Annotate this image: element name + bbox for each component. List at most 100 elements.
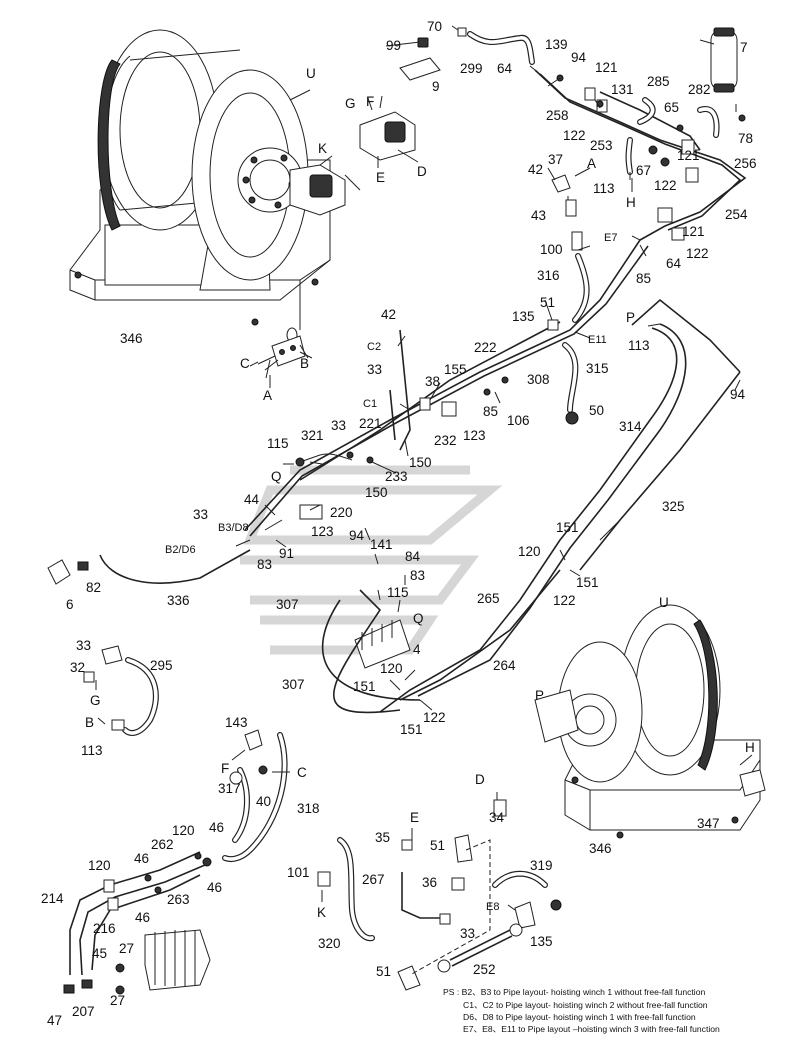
label: 316 xyxy=(537,268,560,283)
label: 4 xyxy=(413,642,421,657)
label: 123 xyxy=(463,428,486,443)
label: 113 xyxy=(593,181,615,196)
ps-notes: PS : B2、B3 to Pipe layout- hoisting winc… xyxy=(443,987,720,1034)
label: 120 xyxy=(380,661,403,676)
label: 82 xyxy=(86,580,101,595)
label: 33 xyxy=(193,507,208,522)
watermark xyxy=(240,465,503,655)
label: 35 xyxy=(375,830,390,845)
hose-336 xyxy=(47,549,251,585)
label: 135 xyxy=(530,934,553,949)
label: B xyxy=(85,715,94,730)
label: 27 xyxy=(119,941,134,956)
label: 141 xyxy=(370,537,393,552)
label: 32 xyxy=(70,660,85,675)
label: C xyxy=(240,356,250,371)
label: 121 xyxy=(595,60,618,75)
leader-lines xyxy=(235,25,741,711)
label: 325 xyxy=(662,499,685,514)
label: 113 xyxy=(628,338,650,353)
label: E8 xyxy=(486,901,499,913)
label: 115 xyxy=(267,436,289,451)
fittings-bottom-center xyxy=(401,799,562,976)
label: 101 xyxy=(287,865,310,880)
label: E11 xyxy=(588,334,607,346)
gear-ring xyxy=(237,147,303,213)
label: 85 xyxy=(483,404,498,419)
label: G xyxy=(90,693,101,708)
label: E7 xyxy=(604,232,617,244)
label: 318 xyxy=(297,801,320,816)
label: 51 xyxy=(376,964,391,979)
hose-320 xyxy=(317,837,421,991)
label: 94 xyxy=(349,528,365,543)
label: 46 xyxy=(207,880,222,895)
motor-block-gfde xyxy=(359,95,419,168)
label: 282 xyxy=(688,82,711,97)
label: 232 xyxy=(434,433,457,448)
control-valve-bottom xyxy=(115,929,211,995)
label: 120 xyxy=(172,823,195,838)
label: 85 xyxy=(636,271,651,286)
label: 262 xyxy=(151,837,174,852)
note-line: C1、C2 to Pipe layout- hoisting winch 2 w… xyxy=(463,1000,708,1010)
label: 256 xyxy=(734,156,757,171)
label: 135 xyxy=(512,309,535,324)
label: 315 xyxy=(586,361,609,376)
label: 254 xyxy=(725,207,748,222)
label: F xyxy=(221,761,229,776)
hoses-317-318 xyxy=(222,729,288,862)
label: 346 xyxy=(589,841,612,856)
label: 120 xyxy=(88,858,111,873)
label: 94 xyxy=(571,50,587,65)
label: 6 xyxy=(66,597,74,612)
hoisting-winch-top xyxy=(69,29,346,343)
label: 155 xyxy=(444,362,467,377)
label: 83 xyxy=(410,568,425,583)
label: 220 xyxy=(330,505,353,520)
label: K xyxy=(318,141,327,156)
label: 320 xyxy=(318,936,341,951)
label: 122 xyxy=(553,593,576,608)
label: 67 xyxy=(636,163,651,178)
label: 64 xyxy=(497,61,513,76)
label: 34 xyxy=(489,810,505,825)
note-line: D6、D8 to Pipe layout- hoisting winch 1 w… xyxy=(463,1012,696,1022)
label: 37 xyxy=(548,152,563,167)
label: 106 xyxy=(507,413,530,428)
label: 122 xyxy=(654,178,677,193)
hoisting-winch-bottom xyxy=(534,604,766,839)
label: 258 xyxy=(546,108,569,123)
label: 120 xyxy=(518,544,541,559)
note-line: PS : B2、B3 to Pipe layout- hoisting winc… xyxy=(443,987,705,997)
label: 43 xyxy=(531,208,546,223)
label: 347 xyxy=(697,816,720,831)
label: E xyxy=(410,810,419,825)
label: 263 xyxy=(167,892,190,907)
label: 122 xyxy=(563,128,586,143)
label: D xyxy=(475,772,485,787)
label: 122 xyxy=(686,246,709,261)
label: C2 xyxy=(367,341,381,353)
label: P xyxy=(535,688,544,703)
label: 233 xyxy=(385,469,408,484)
label: 45 xyxy=(92,946,107,961)
label: 295 xyxy=(150,658,173,673)
label: 264 xyxy=(493,658,516,673)
label: 51 xyxy=(540,295,555,310)
note-line: E7、E8、E11 to Pipe layout –hoisting winch… xyxy=(463,1024,720,1034)
label: 36 xyxy=(422,875,437,890)
label: 221 xyxy=(359,416,382,431)
direction-arrows xyxy=(95,167,753,911)
label: G xyxy=(345,96,356,111)
hose-299 xyxy=(467,31,535,65)
label: Q xyxy=(413,611,424,626)
label: 299 xyxy=(460,61,483,76)
label: 115 xyxy=(387,585,409,600)
label: 65 xyxy=(664,100,679,115)
label: 121 xyxy=(682,224,705,239)
label: 70 xyxy=(427,19,442,34)
label: U xyxy=(659,595,669,610)
label: 143 xyxy=(225,715,248,730)
